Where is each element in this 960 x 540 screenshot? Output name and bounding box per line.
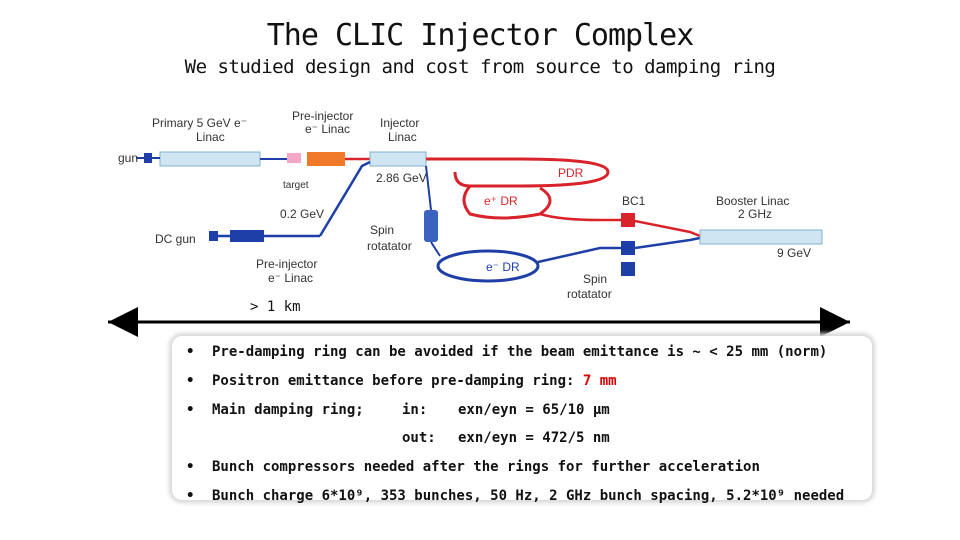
booster-linac [699,229,823,245]
label-booster-linac-2: 2 GHz [738,207,772,221]
line-spin-down [430,241,441,257]
bullet-positron-text: Positron emittance before pre-damping ri… [212,372,583,389]
label-length: > 1 km [250,299,301,315]
eminus-dr-ring [436,249,540,283]
label-energy-9: 9 GeV [777,246,811,260]
bullet-main-dr-in: Main damping ring; in: exn/eyn = 65/10 μm [186,400,844,429]
bullet-predamping: Pre-damping ring can be avoided if the b… [186,342,844,371]
bc1-positron [621,213,635,227]
primary-linac [159,151,261,167]
pdr-ring [426,157,610,188]
bullet-positron-value: 7 mm [582,372,617,389]
bullet-main-dr-in-label: in: [402,401,428,418]
spin-rotator-left [424,210,438,242]
eplus-dr-ring [462,185,552,220]
label-eminus-dr: e⁻ DR [486,260,520,274]
label-spin-rotator-left-1: Spin [370,223,394,237]
label-booster-linac-1: Booster Linac [716,194,789,208]
line-injector-to-spin [425,165,432,211]
injector-linac [369,151,427,167]
bullet-predamping-text: Pre-damping ring can be avoided if the b… [212,344,828,360]
electron-line-to-booster [634,236,701,250]
spin-rotator-right [621,262,635,276]
label-pre-injector-bottom-2: e⁻ Linac [268,271,313,285]
bullet-list: Pre-damping ring can be avoided if the b… [186,342,844,515]
bullet-main-dr-out-label: out: [402,430,436,447]
bullet-bunch-compressors-text: Bunch compressors needed after the rings… [212,459,760,476]
bullet-bunch-charge-text: Bunch charge 6*10⁹, 353 bunches, 50 Hz, … [212,487,845,504]
label-primary-linac-1: Primary 5 GeV e⁻ [152,116,247,130]
target-marker [287,153,301,163]
pre-injector-linac-bottom [230,230,264,242]
electron-line-up [318,160,371,237]
label-spin-rotator-right-2: rotatator [567,287,612,301]
bullet-main-dr-out: out: exn/eyn = 472/5 nm [186,428,844,457]
label-pdr: PDR [558,166,584,180]
label-bc1: BC1 [622,194,646,208]
bullet-main-dr-out-value: exn/eyn = 472/5 nm [458,430,610,447]
slide-subtitle: We studied design and cost from source t… [184,56,776,78]
label-pre-injector-top-1: Pre-injector [292,109,353,123]
label-injector-linac-2: Linac [388,130,417,144]
label-dc-gun: DC gun [155,232,196,246]
label-injector-linac-1: Injector [380,116,419,130]
bullet-bunch-compressors: Bunch compressors needed after the rings… [186,457,844,486]
slide-title: The CLIC Injector Complex [266,18,695,53]
label-spin-rotator-right-1: Spin [583,272,607,286]
electron-line-to-bc1 [537,246,621,264]
bullet-positron-emittance: Positron emittance before pre-damping ri… [186,371,844,400]
label-primary-linac-2: Linac [196,130,225,144]
bullet-bunch-charge: Bunch charge 6*10⁹, 353 bunches, 50 Hz, … [186,486,844,515]
positron-line [539,212,701,238]
label-eplus-dr: e⁺ DR [484,194,518,208]
pre-injector-linac-top [307,152,345,166]
label-pre-injector-top-2: e⁻ Linac [305,122,350,136]
bc1-electron [621,241,635,255]
dc-gun-marker [209,231,218,241]
label-gun: gun [118,151,138,165]
label-pre-injector-bottom-1: Pre-injector [256,257,317,271]
label-target: target [283,180,309,191]
label-energy-286: 2.86 GeV [376,171,427,185]
bullet-main-dr-label: Main damping ring; [212,401,364,418]
label-spin-rotator-left-2: rotatator [367,239,412,253]
bullet-main-dr-in-value: exn/eyn = 65/10 μm [458,401,610,418]
label-energy-02: 0.2 GeV [280,207,324,221]
